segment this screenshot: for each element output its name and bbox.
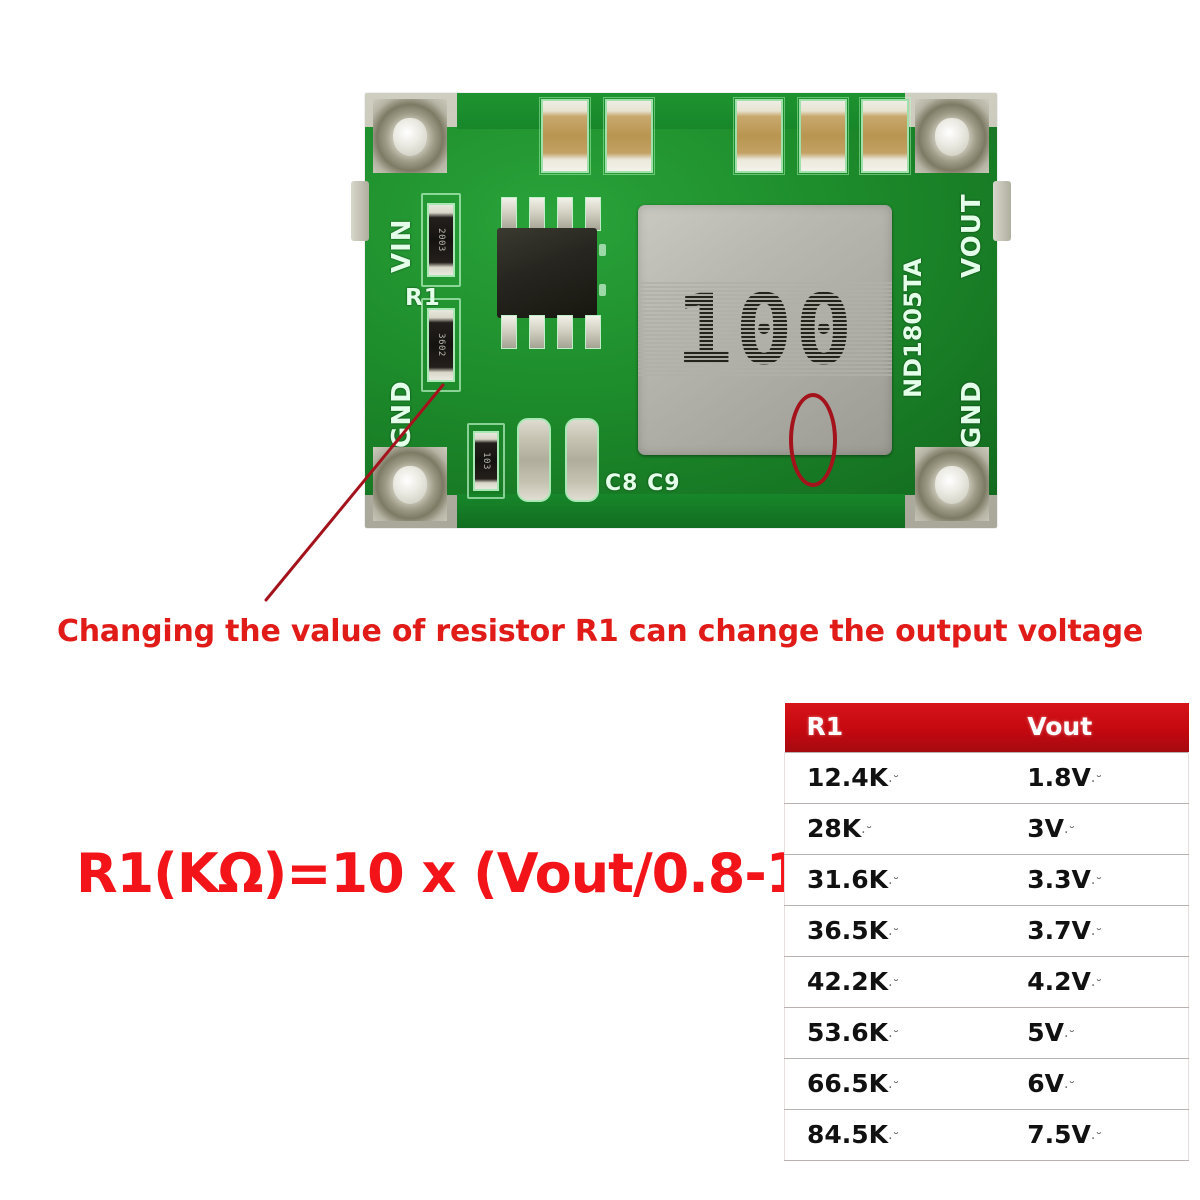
cell-vout: 1.8V·˘ [979, 752, 1190, 804]
cell-marker-glyph: ·˘ [1063, 825, 1076, 841]
silkscreen-label-c8-c9: C8 C9 [605, 471, 681, 496]
cell-marker-glyph: ·˘ [888, 978, 900, 994]
ic-pin-1 [501, 197, 517, 231]
cell-r1: 84.5K·˘ [784, 1109, 980, 1161]
table-header-row: R1 Vout [784, 703, 1189, 753]
cell-marker-glyph: ·˘ [888, 1131, 900, 1147]
power-inductor: 100 [638, 205, 892, 455]
instruction-caption: Changing the value of resistor R1 can ch… [56, 614, 1144, 649]
column-header-vout: Vout [979, 703, 1189, 753]
cell-r1: 12.4K·˘ [784, 752, 980, 804]
inductor-pad-left [351, 181, 369, 241]
mounting-hole-icon [935, 466, 969, 505]
regulator-ic [497, 228, 606, 318]
cell-marker-glyph: ·˘ [888, 1029, 900, 1045]
ic-pin-4 [585, 197, 601, 231]
cell-marker-glyph: ·˘ [1090, 1131, 1103, 1147]
cell-marker-glyph: ·˘ [1090, 927, 1103, 943]
cell-marker-glyph: ·˘ [1090, 774, 1103, 790]
table-row: 84.5K·˘7.5V·˘ [784, 1109, 1190, 1161]
table-row: 66.5K·˘6V·˘ [784, 1058, 1190, 1110]
mounting-pad-top-right [915, 99, 989, 173]
capacitor-c8 [517, 418, 551, 502]
cell-marker-glyph: ·˘ [888, 1080, 900, 1096]
column-header-r1: R1 [784, 703, 980, 753]
resistor-code-r1: 3602 [436, 333, 446, 357]
cell-marker-glyph: ·˘ [888, 927, 900, 943]
ic-pin-7 [557, 315, 573, 349]
feedback-resistor-top: 2003 [427, 203, 455, 277]
output-capacitor-c5 [859, 97, 911, 175]
pcb-product-photo: VIN GND R1 ND1805TA VOUT GND 2003 3602 1… [351, 93, 1011, 528]
capacitor-c9 [565, 418, 599, 502]
cell-vout: 7.5V·˘ [979, 1109, 1190, 1161]
bottom-resistor: 103 [473, 431, 499, 491]
cell-marker-glyph: ·˘ [1063, 1029, 1076, 1045]
cell-r1: 53.6K·˘ [784, 1007, 980, 1059]
resistor-r1: 3602 [427, 308, 455, 382]
mounting-pad-top-left [373, 99, 447, 173]
cell-vout: 3V·˘ [979, 803, 1190, 855]
cell-vout: 3.7V·˘ [979, 905, 1190, 957]
inductor-pad-right [993, 181, 1011, 241]
mounting-hole-icon [935, 118, 969, 157]
cell-vout: 3.3V·˘ [979, 854, 1190, 906]
cell-r1: 66.5K·˘ [784, 1058, 980, 1110]
cell-r1: 36.5K·˘ [784, 905, 980, 957]
mounting-pad-bottom-right [915, 447, 989, 521]
input-capacitor-c1 [539, 97, 591, 175]
cell-marker-glyph: ·˘ [1090, 876, 1103, 892]
table-row: 36.5K·˘3.7V·˘ [784, 905, 1190, 957]
ic-pin-6 [529, 315, 545, 349]
inductor-value-code: 100 [638, 282, 892, 378]
cell-r1: 42.2K·˘ [784, 956, 980, 1008]
cell-marker-glyph: ·˘ [1063, 1080, 1076, 1096]
silk-outline-bottom-resistor [467, 423, 505, 499]
resistor-code-top: 2003 [436, 228, 446, 252]
table-row: 28K·˘3V·˘ [784, 803, 1190, 855]
output-capacitor-c3 [733, 97, 785, 175]
cell-vout: 5V·˘ [979, 1007, 1190, 1059]
mounting-hole-icon [393, 466, 427, 505]
table-row: 31.6K·˘3.3V·˘ [784, 854, 1190, 906]
resistor-formula: R1(KΩ)=10 x (Vout/0.8-1) [76, 842, 827, 905]
r1-highlight-circle [789, 393, 837, 487]
cell-marker-glyph: ·˘ [1090, 978, 1103, 994]
resistor-code-bottom: 103 [481, 452, 491, 470]
silkscreen-label-vout: VOUT [957, 193, 987, 278]
cell-vout: 4.2V·˘ [979, 956, 1190, 1008]
cell-r1: 28K·˘ [784, 803, 980, 855]
cell-r1: 31.6K·˘ [784, 854, 980, 906]
cell-vout: 6V·˘ [979, 1058, 1190, 1110]
silkscreen-part-number: ND1805TA [899, 258, 927, 398]
ic-pin-2 [529, 197, 545, 231]
table-row: 53.6K·˘5V·˘ [784, 1007, 1190, 1059]
table-row: 42.2K·˘4.2V·˘ [784, 956, 1190, 1008]
silk-outline-feedback-resistor-top [421, 193, 461, 287]
ic-pin-3 [557, 197, 573, 231]
output-capacitor-c4 [797, 97, 849, 175]
silkscreen-label-gnd-left: GND [387, 380, 417, 448]
ic-pin-8 [585, 315, 601, 349]
r1-vout-lookup-table: R1 Vout 12.4K·˘1.8V·˘28K·˘3V·˘31.6K·˘3.3… [784, 703, 1190, 1161]
cell-marker-glyph: ·˘ [888, 876, 900, 892]
input-capacitor-c2 [603, 97, 655, 175]
cell-marker-glyph: ·˘ [861, 825, 873, 841]
table-row: 12.4K·˘1.8V·˘ [784, 752, 1190, 804]
table-body: 12.4K·˘1.8V·˘28K·˘3V·˘31.6K·˘3.3V·˘36.5K… [784, 752, 1190, 1161]
cell-marker-glyph: ·˘ [888, 774, 900, 790]
silkscreen-label-vin: VIN [387, 218, 417, 273]
table-header: R1 Vout [784, 703, 1189, 753]
ic-pin-5 [501, 315, 517, 349]
mounting-hole-icon [393, 118, 427, 157]
silkscreen-label-gnd-right: GND [957, 380, 987, 448]
mounting-pad-bottom-left [373, 447, 447, 521]
